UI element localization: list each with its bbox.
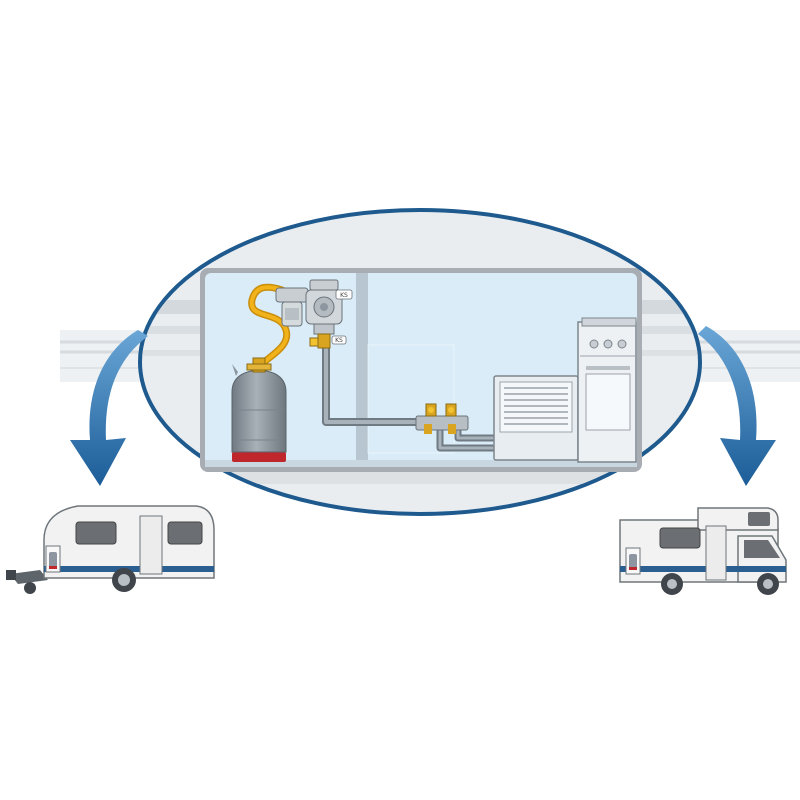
gas-stove-icon: [577, 317, 637, 463]
gas-valve-block-icon: [415, 403, 469, 434]
hose: [248, 283, 291, 372]
watermark: [367, 344, 455, 454]
motorhome-icon: [619, 507, 787, 595]
regulator-tag-side: KS: [335, 337, 343, 344]
regulator-tag-top: KS: [340, 292, 348, 299]
gas-pipes: [322, 344, 499, 452]
gas-regulator-icon: KS KS: [275, 279, 353, 349]
curved-arrow-down-left-icon: [70, 330, 148, 486]
caravan-icon: [6, 505, 215, 594]
gas-heater-icon: [493, 375, 579, 461]
curved-arrow-down-right-icon: [698, 326, 776, 486]
gas-cylinder-icon: [231, 357, 287, 462]
